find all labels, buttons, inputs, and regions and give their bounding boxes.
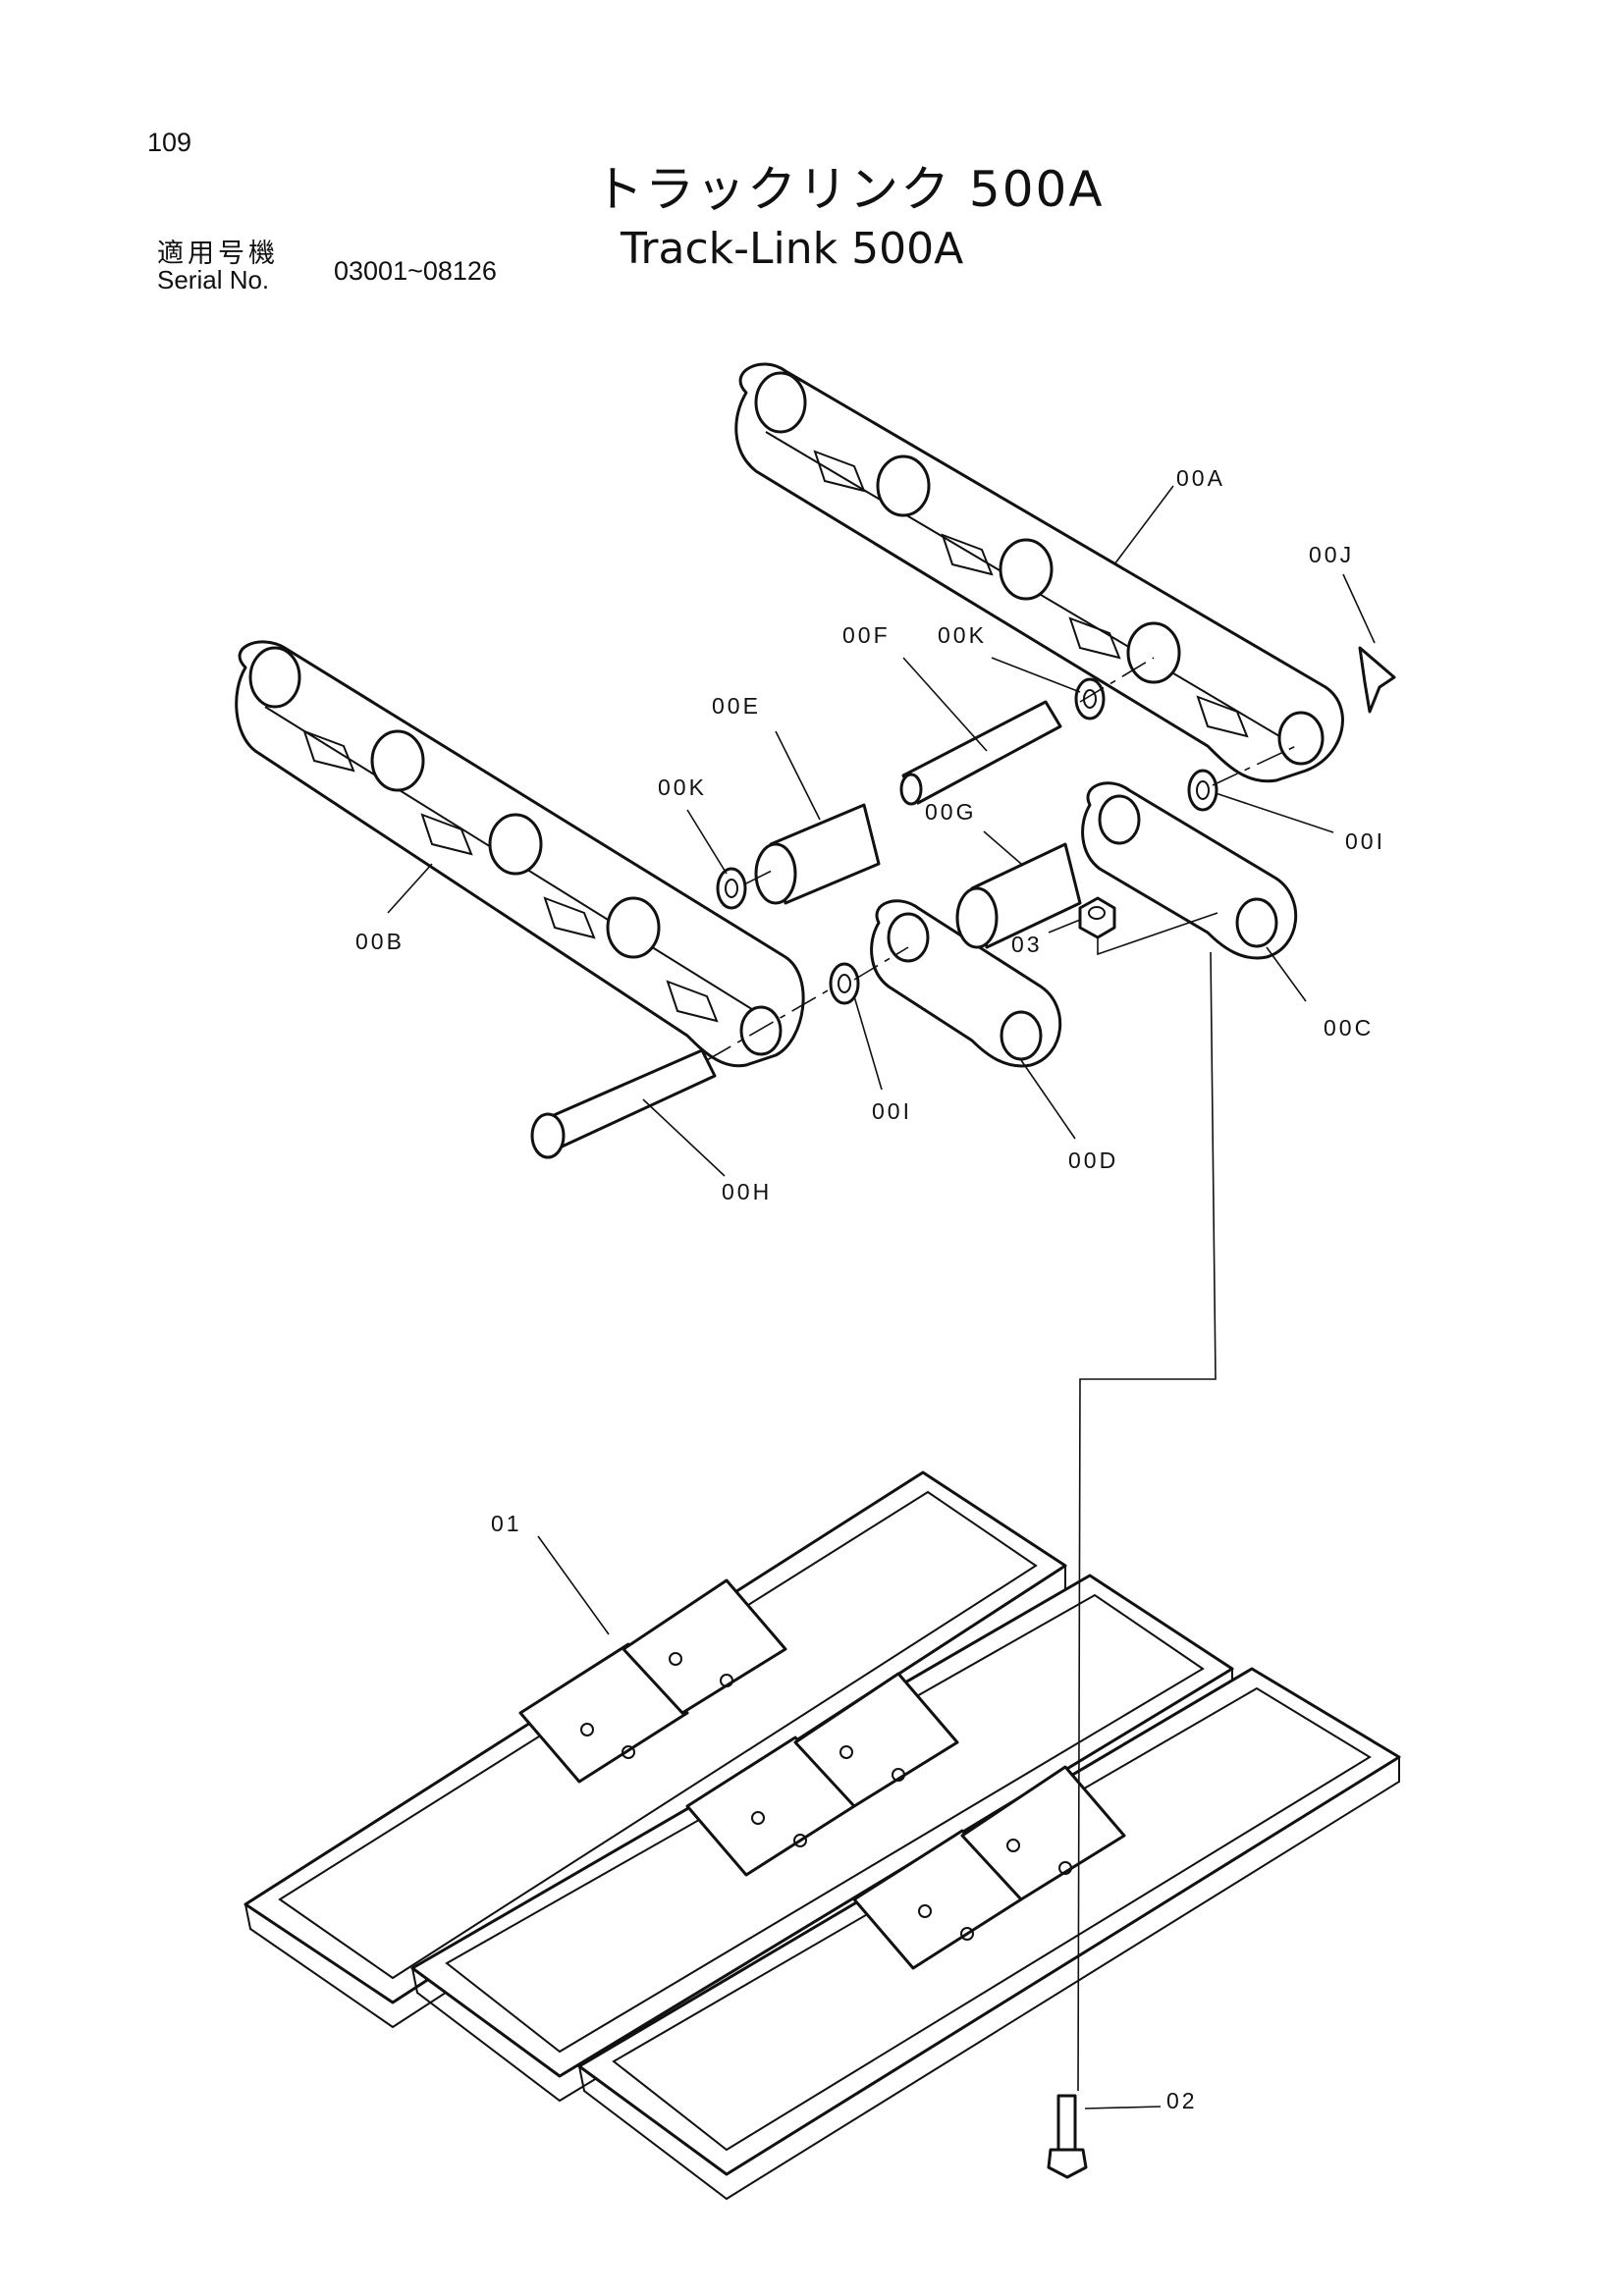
- bushing-00g: [955, 842, 1082, 949]
- callout-00a: 00A: [1176, 465, 1225, 491]
- pin-00f: [899, 700, 1062, 806]
- center-line-bottom: [853, 946, 909, 981]
- washer-00k-left: [716, 867, 747, 910]
- leader-00k-left: [686, 809, 728, 875]
- center-line-right: [1212, 745, 1297, 786]
- leader-03: [1048, 919, 1081, 934]
- callout-01: 01: [491, 1511, 522, 1536]
- bushing-00e: [754, 803, 881, 905]
- center-line-nut: [1097, 912, 1218, 956]
- leader-00f: [902, 657, 988, 752]
- serial-label-english: Serial No.: [157, 265, 270, 294]
- callout-00k-left: 00K: [658, 774, 707, 800]
- serial-label-japanese: 適用号機: [157, 239, 279, 269]
- leader-00h: [642, 1098, 726, 1177]
- callout-00b: 00B: [355, 929, 405, 954]
- callout-00g: 00G: [925, 799, 976, 825]
- page-title-japanese: トラックリンク 500A: [594, 161, 1105, 218]
- leader-01: [537, 1535, 610, 1635]
- bolt-02: [1047, 2094, 1088, 2179]
- leader-00c: [1266, 946, 1307, 1002]
- center-line-upper: [1079, 657, 1155, 703]
- leader-00d: [1020, 1059, 1076, 1140]
- leader-00j: [1342, 573, 1376, 644]
- callout-00e: 00E: [712, 693, 761, 719]
- callout-00d: 00D: [1068, 1148, 1118, 1173]
- washer-00k-left-hole: [725, 879, 738, 898]
- pin-00h: [530, 1048, 717, 1159]
- callout-00i-bottom: 00I: [872, 1098, 912, 1124]
- link-00c-hole-2: [1235, 897, 1278, 948]
- callout-00h: 00H: [722, 1179, 772, 1204]
- link-00c-hole: [1098, 794, 1141, 845]
- callout-02: 02: [1166, 2088, 1198, 2113]
- track-shoe-1: [243, 1470, 1067, 2029]
- link-chain-upper: [734, 362, 1344, 783]
- washer-00k-top: [1074, 677, 1106, 721]
- washer-00i-right-hole: [1196, 780, 1210, 800]
- callout-00f: 00F: [842, 622, 891, 648]
- leader-00b: [387, 863, 433, 914]
- leader-00i-right: [1215, 792, 1334, 833]
- page-title-english: Track-Link 500A: [621, 224, 964, 274]
- link-00d-hole-2: [1000, 1010, 1043, 1061]
- cotter-pin-00j: [1358, 646, 1396, 714]
- callout-00i-right: 00I: [1345, 828, 1385, 854]
- page-number: 109: [147, 128, 192, 157]
- callout-00k-top: 00K: [938, 622, 987, 648]
- track-shoe-3: [577, 1667, 1401, 2201]
- leader-02: [1084, 2106, 1162, 2109]
- leader-00e: [775, 730, 821, 821]
- callout-00c: 00C: [1324, 1015, 1374, 1041]
- washer-00i-bottom: [829, 962, 860, 1005]
- link-chain-left: [235, 640, 805, 1068]
- nut-03: [1078, 896, 1116, 939]
- leader-00g: [983, 830, 1022, 865]
- washer-00i-bottom-hole: [838, 974, 851, 993]
- link-00d-hole: [887, 912, 930, 963]
- callout-03: 03: [1011, 932, 1043, 957]
- leader-00i-bottom: [853, 995, 883, 1091]
- leader-00k-top: [991, 657, 1081, 693]
- center-line-left: [745, 868, 777, 884]
- washer-00i-right: [1187, 769, 1218, 812]
- center-line-pin: [706, 986, 836, 1061]
- leader-00a: [1113, 485, 1174, 565]
- center-line-bolt: [1077, 951, 1217, 2092]
- callout-00j: 00J: [1309, 542, 1354, 567]
- serial-range: 03001~08126: [334, 256, 497, 286]
